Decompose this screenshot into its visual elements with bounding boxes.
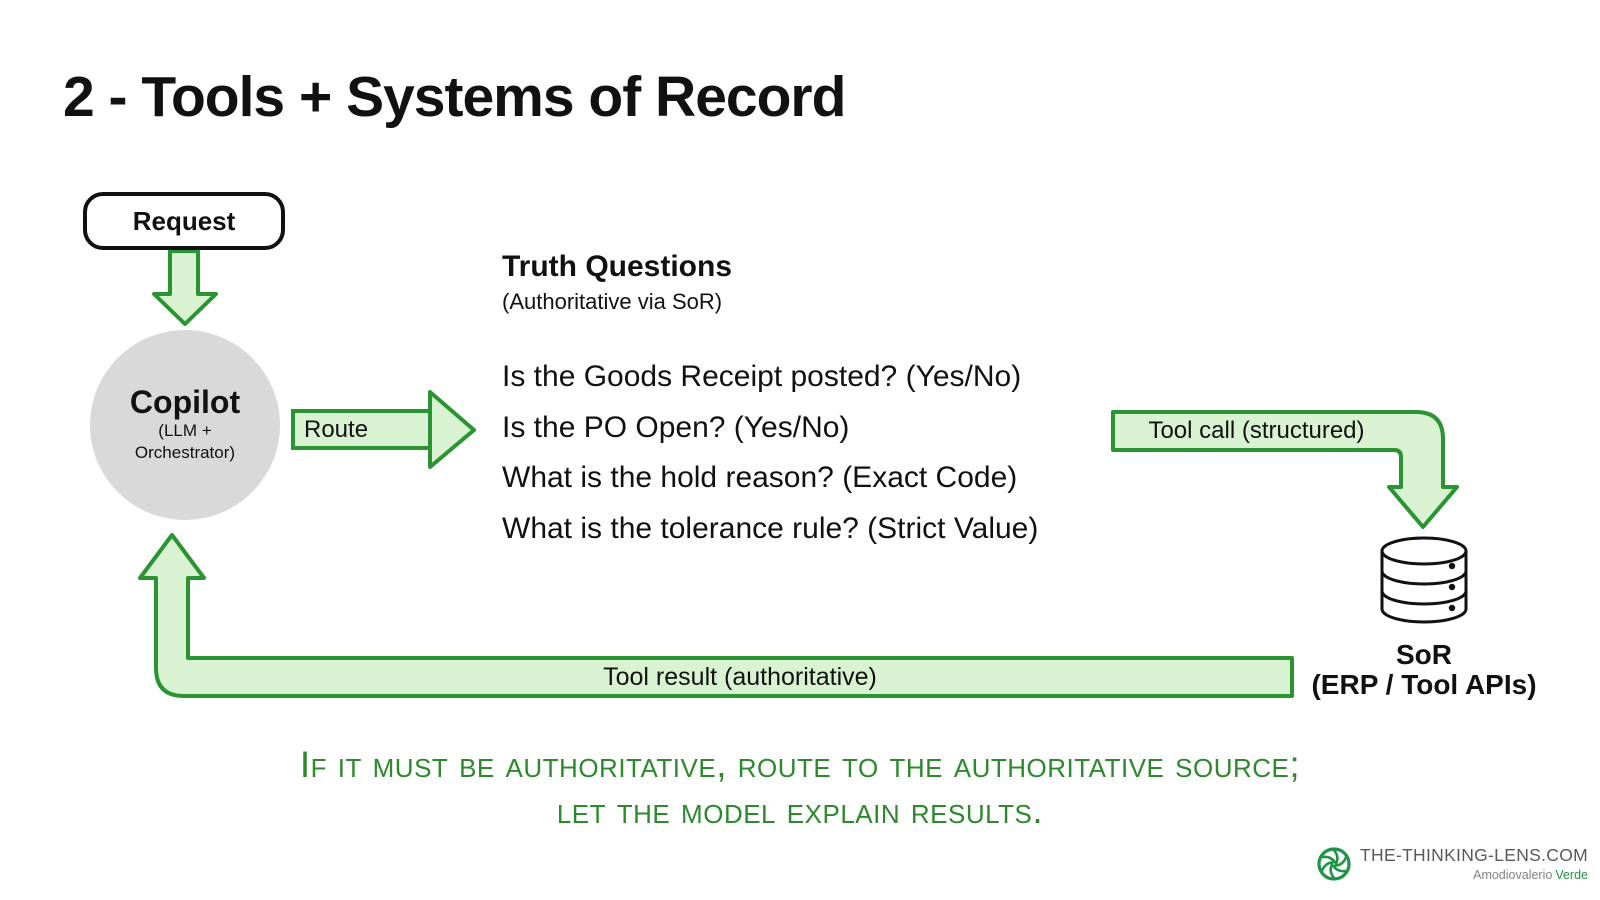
truth-questions-subtitle: (Authoritative via SoR) [502,289,723,314]
sor-node-label: SoR (ERP / Tool APIs) [1284,640,1564,700]
route-arrow-label: Route [304,416,369,443]
request-down-arrow-icon [152,249,218,326]
sor-subtitle: (ERP / Tool APIs) [1311,669,1537,700]
truth-questions-header: Truth Questions (Authoritative via SoR) [502,250,732,315]
copilot-subtitle-line2: Orchestrator) [134,442,236,462]
truth-questions-list: Is the Goods Receipt posted? (Yes/No) Is… [502,352,1182,554]
question-item: Is the Goods Receipt posted? (Yes/No) [502,360,1022,393]
author-surname: Verde [1555,868,1588,882]
author-name: Amodiovalerio [1473,868,1553,882]
copilot-subtitle-line1: (LLM + [158,420,212,440]
question-item: What is the hold reason? (Exact Code) [502,461,1018,494]
question-item: Is the PO Open? (Yes/No) [502,410,850,444]
tool-call-arrow-label: Tool call (structured) [1148,417,1365,444]
takeaway-line2: let the model explain results. [556,790,1044,831]
takeaway-text: If it must be authoritative, route to th… [0,742,1600,834]
brand-name: THE-THINKING-LENS.COM [1360,845,1588,865]
truth-questions-title: Truth Questions [502,250,733,283]
copilot-name: Copilot [129,384,241,421]
tool-result-arrow-label: Tool result (authoritative) [603,663,877,691]
copilot-node: Copilot (LLM + Orchestrator) [90,330,280,520]
takeaway-line1: If it must be authoritative, route to th… [299,744,1301,785]
question-item: What is the tolerance rule? (Strict Valu… [502,511,1039,545]
request-node: Request [83,192,285,250]
database-cylinder-icon [1380,536,1468,624]
sor-name: SoR [1396,639,1452,670]
aperture-lens-icon [1317,846,1351,881]
request-label: Request [132,205,236,236]
page-title: 2 - Tools + Systems of Record [63,65,846,129]
